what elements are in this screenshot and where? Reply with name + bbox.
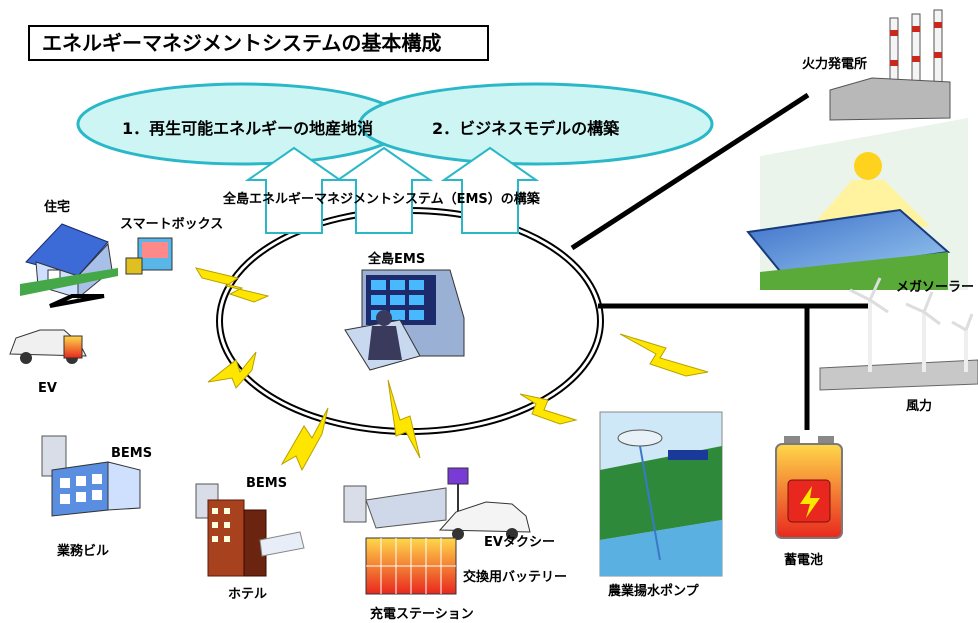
power-line-thermal bbox=[570, 92, 810, 251]
ems-build-label: 全島エネルギーマネジメントシステム（EMS）の構築 bbox=[223, 192, 540, 207]
ev-taxi-label: EVタクシー bbox=[484, 535, 555, 550]
up-arrow-3 bbox=[440, 146, 540, 234]
office-label: 業務ビル bbox=[57, 544, 110, 559]
up-arrow-2 bbox=[334, 146, 434, 234]
pump-illustration bbox=[599, 411, 723, 577]
diagram-title: エネルギーマネジメントシステムの基本構成 bbox=[28, 25, 489, 61]
wind-turbines-illustration bbox=[819, 277, 978, 391]
office-bems-label: BEMS bbox=[111, 446, 153, 461]
goal-label-2: 2．ビジネスモデルの構築 bbox=[432, 119, 620, 138]
mega-solar-label: メガソーラー bbox=[896, 280, 975, 295]
mega-solar-illustration bbox=[746, 118, 968, 290]
office-building-illustration bbox=[41, 435, 141, 517]
up-arrow-1 bbox=[244, 146, 344, 234]
ev-car-illustration bbox=[9, 294, 105, 364]
center-ems-label: 全島EMS bbox=[368, 252, 426, 267]
thermal-plant-label: 火力発電所 bbox=[802, 57, 868, 72]
smart-box-label: スマートボックス bbox=[120, 217, 224, 232]
goal-label-1: 1．再生可能エネルギーの地産地消 bbox=[122, 119, 374, 138]
hotel-illustration bbox=[195, 483, 305, 577]
smart-box-illustration bbox=[125, 237, 173, 275]
lightning-office bbox=[207, 351, 257, 389]
charging-station-illustration bbox=[343, 467, 531, 595]
wind-label: 風力 bbox=[906, 399, 933, 414]
charging-station-label: 充電ステーション bbox=[370, 607, 474, 622]
goal-oval-2 bbox=[358, 82, 714, 166]
hotel-bems-label: BEMS bbox=[246, 476, 288, 491]
ev-label: EV bbox=[38, 381, 57, 396]
hotel-label: ホテル bbox=[228, 587, 268, 602]
lightning-station bbox=[387, 379, 421, 459]
pump-label: 農業揚水ポンプ bbox=[608, 584, 699, 599]
battery-swap-label: 交換用バッテリー bbox=[463, 570, 568, 585]
thermal-plant-illustration bbox=[829, 9, 951, 121]
house-illustration bbox=[20, 223, 118, 300]
storage-battery-illustration bbox=[775, 436, 843, 539]
lightning-pump bbox=[519, 393, 578, 425]
storage-battery-label: 蓄電池 bbox=[784, 553, 824, 568]
lightning-hotel bbox=[280, 407, 329, 472]
ems-control-room-illustration bbox=[344, 269, 465, 371]
lightning-house bbox=[194, 267, 270, 303]
lightning-storage bbox=[619, 333, 709, 377]
house-label: 住宅 bbox=[44, 200, 71, 215]
